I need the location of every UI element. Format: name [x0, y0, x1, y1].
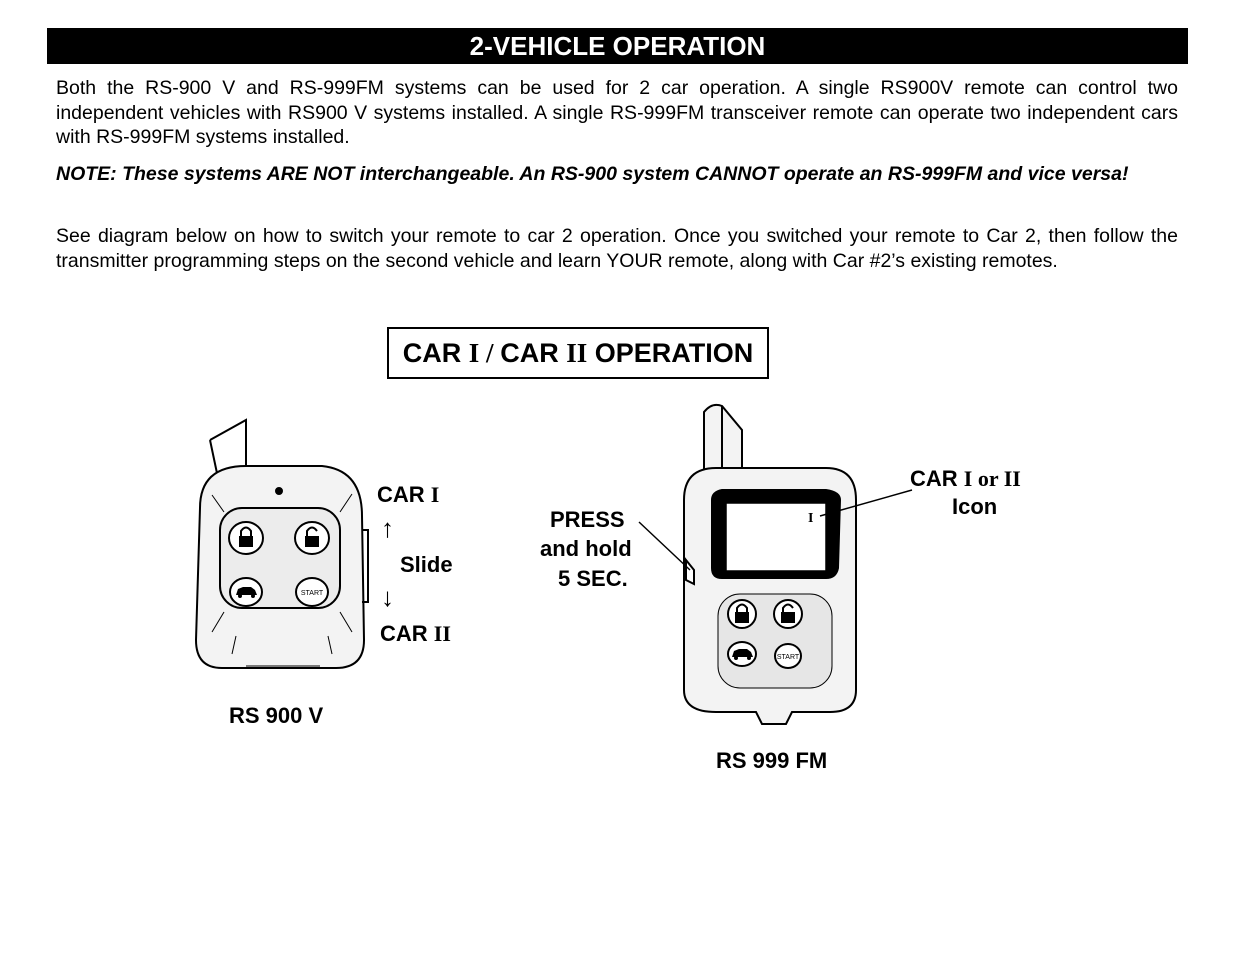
lock-icon — [239, 526, 253, 547]
instructions-paragraph: See diagram below on how to switch your … — [56, 225, 1178, 272]
car-2-label: CAR II — [380, 621, 451, 647]
diagram-title: CAR I / CAR II OPERATION — [387, 327, 769, 379]
car-2-numeral: II — [433, 621, 451, 646]
lock-icon — [735, 603, 749, 623]
press-label: PRESS — [550, 507, 625, 532]
arrow-up-icon: ↑ — [381, 513, 394, 543]
display-car-indicator: I — [808, 511, 813, 526]
title-operation-text: OPERATION — [587, 338, 754, 368]
intro-paragraph: Both the RS-900 V and RS-999FM systems c… — [56, 77, 1178, 148]
rs999fm-model-label: RS 999 FM — [716, 748, 828, 773]
title-slash: / — [479, 338, 501, 368]
unlock-icon — [781, 603, 795, 623]
rs900v-remote-illustration — [194, 418, 369, 669]
title-car-2-text: CAR — [500, 338, 567, 368]
icon-leader-line — [819, 489, 913, 517]
rs999-start-label: START — [777, 654, 800, 661]
icon-word-label: Icon — [952, 494, 998, 519]
rs900-start-label: START — [301, 590, 324, 597]
section-title-banner: 2-VEHICLE OPERATION — [47, 28, 1188, 64]
car-icon — [236, 587, 257, 598]
car-icon-numeral: I or II — [963, 466, 1021, 491]
five-sec-label: 5 SEC. — [558, 566, 628, 591]
arrow-down-icon: ↓ — [381, 582, 394, 612]
title-car-1-numeral: I — [468, 338, 480, 368]
car-icon-prefix: CAR — [910, 466, 964, 491]
rs900v-model-label: RS 900 V — [229, 703, 324, 728]
car-icon — [732, 649, 753, 660]
title-car-2-numeral: II — [566, 338, 588, 368]
car-icon-label: CAR I or II — [910, 466, 1021, 492]
press-leader-line — [638, 521, 691, 571]
slide-label: Slide — [400, 552, 453, 577]
and-hold-label: and hold — [540, 536, 632, 561]
car-1-label: CAR I — [377, 482, 439, 508]
start-button — [295, 577, 329, 607]
car-1-numeral: I — [430, 482, 440, 507]
car-1-prefix: CAR — [377, 482, 431, 507]
title-car-text: CAR — [402, 338, 469, 368]
rs999fm-remote-illustration — [683, 403, 857, 725]
unlock-icon — [305, 526, 319, 547]
compatibility-note: NOTE: These systems ARE NOT interchangea… — [56, 163, 1129, 185]
car-2-prefix: CAR — [380, 621, 434, 646]
